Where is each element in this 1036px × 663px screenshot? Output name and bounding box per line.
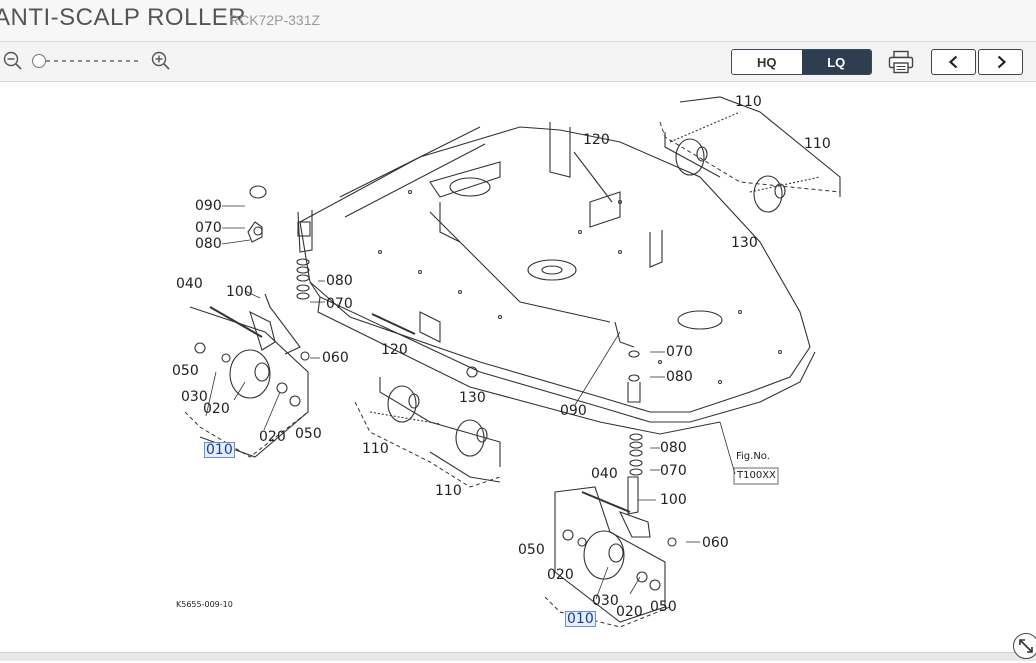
- drawing-code: K5655-009-10: [176, 600, 233, 609]
- part-label-060[interactable]: 060: [322, 350, 349, 366]
- part-label-020[interactable]: 020: [616, 604, 643, 620]
- part-label-060[interactable]: 060: [702, 535, 729, 551]
- part-label-040[interactable]: 040: [176, 276, 203, 292]
- part-label-100[interactable]: 100: [660, 492, 687, 508]
- part-label-100[interactable]: 100: [226, 284, 253, 300]
- quality-toggle: HQ LQ: [731, 49, 872, 75]
- zoom-slider[interactable]: [32, 54, 142, 68]
- fig-no-label: Fig.No.: [736, 451, 770, 462]
- horizontal-scrollbar[interactable]: [0, 652, 1036, 661]
- part-label-080[interactable]: 080: [195, 236, 222, 252]
- part-label-110[interactable]: 110: [362, 441, 389, 457]
- part-label-070[interactable]: 070: [195, 220, 222, 236]
- zoom-slider-thumb[interactable]: [32, 54, 46, 68]
- part-code: RCK72P-331Z: [229, 12, 321, 28]
- printer-icon[interactable]: [888, 50, 914, 74]
- part-label-090[interactable]: 090: [195, 198, 222, 214]
- part-label-030[interactable]: 030: [181, 389, 208, 405]
- chevron-left-icon: [948, 55, 957, 69]
- part-label-110[interactable]: 110: [435, 483, 462, 499]
- part-label-130[interactable]: 130: [459, 390, 486, 406]
- part-label-080[interactable]: 080: [666, 369, 693, 385]
- part-label-020[interactable]: 020: [203, 401, 230, 417]
- part-label-050[interactable]: 050: [172, 363, 199, 379]
- part-label-050[interactable]: 050: [295, 426, 322, 442]
- part-label-040[interactable]: 040: [591, 466, 618, 482]
- part-label-080[interactable]: 080: [326, 273, 353, 289]
- part-label-050[interactable]: 050: [518, 542, 545, 558]
- prev-page-button[interactable]: [931, 49, 976, 75]
- part-label-050[interactable]: 050: [650, 599, 677, 615]
- part-label-110[interactable]: 110: [735, 94, 762, 110]
- quality-hq-button[interactable]: HQ: [732, 50, 802, 74]
- part-label-020[interactable]: 020: [259, 429, 286, 445]
- part-label-030[interactable]: 030: [592, 593, 619, 609]
- fig-no-value[interactable]: T100XX: [737, 470, 776, 481]
- title-bar: ANTI-SCALP ROLLER RCK72P-331Z: [0, 0, 1036, 42]
- zoom-slider-track: [38, 60, 142, 62]
- next-page-button[interactable]: [978, 49, 1023, 75]
- part-label-070[interactable]: 070: [666, 344, 693, 360]
- part-label-010-selected[interactable]: 010: [204, 442, 235, 458]
- part-label-130[interactable]: 130: [731, 235, 758, 251]
- zoom-in-icon[interactable]: [151, 51, 171, 71]
- part-label-080[interactable]: 080: [660, 440, 687, 456]
- part-label-020[interactable]: 020: [547, 567, 574, 583]
- expand-icon[interactable]: [1013, 633, 1036, 659]
- chevron-right-icon: [997, 55, 1006, 69]
- part-label-010-selected[interactable]: 010: [565, 611, 596, 627]
- diagram-drawing: [184, 96, 841, 628]
- page-title: ANTI-SCALP ROLLER: [0, 4, 247, 31]
- part-label-090[interactable]: 090: [560, 403, 587, 419]
- part-label-120[interactable]: 120: [381, 342, 408, 358]
- quality-lq-button[interactable]: LQ: [801, 50, 871, 74]
- part-label-070[interactable]: 070: [660, 463, 687, 479]
- part-label-110[interactable]: 110: [804, 136, 831, 152]
- parts-diagram[interactable]: 110 110 120 130 090 070 080 080 070 040 …: [0, 82, 1036, 652]
- toolbar: HQ LQ: [0, 42, 1036, 82]
- zoom-out-icon[interactable]: [3, 51, 23, 71]
- part-label-120[interactable]: 120: [583, 132, 610, 148]
- part-label-070[interactable]: 070: [326, 296, 353, 312]
